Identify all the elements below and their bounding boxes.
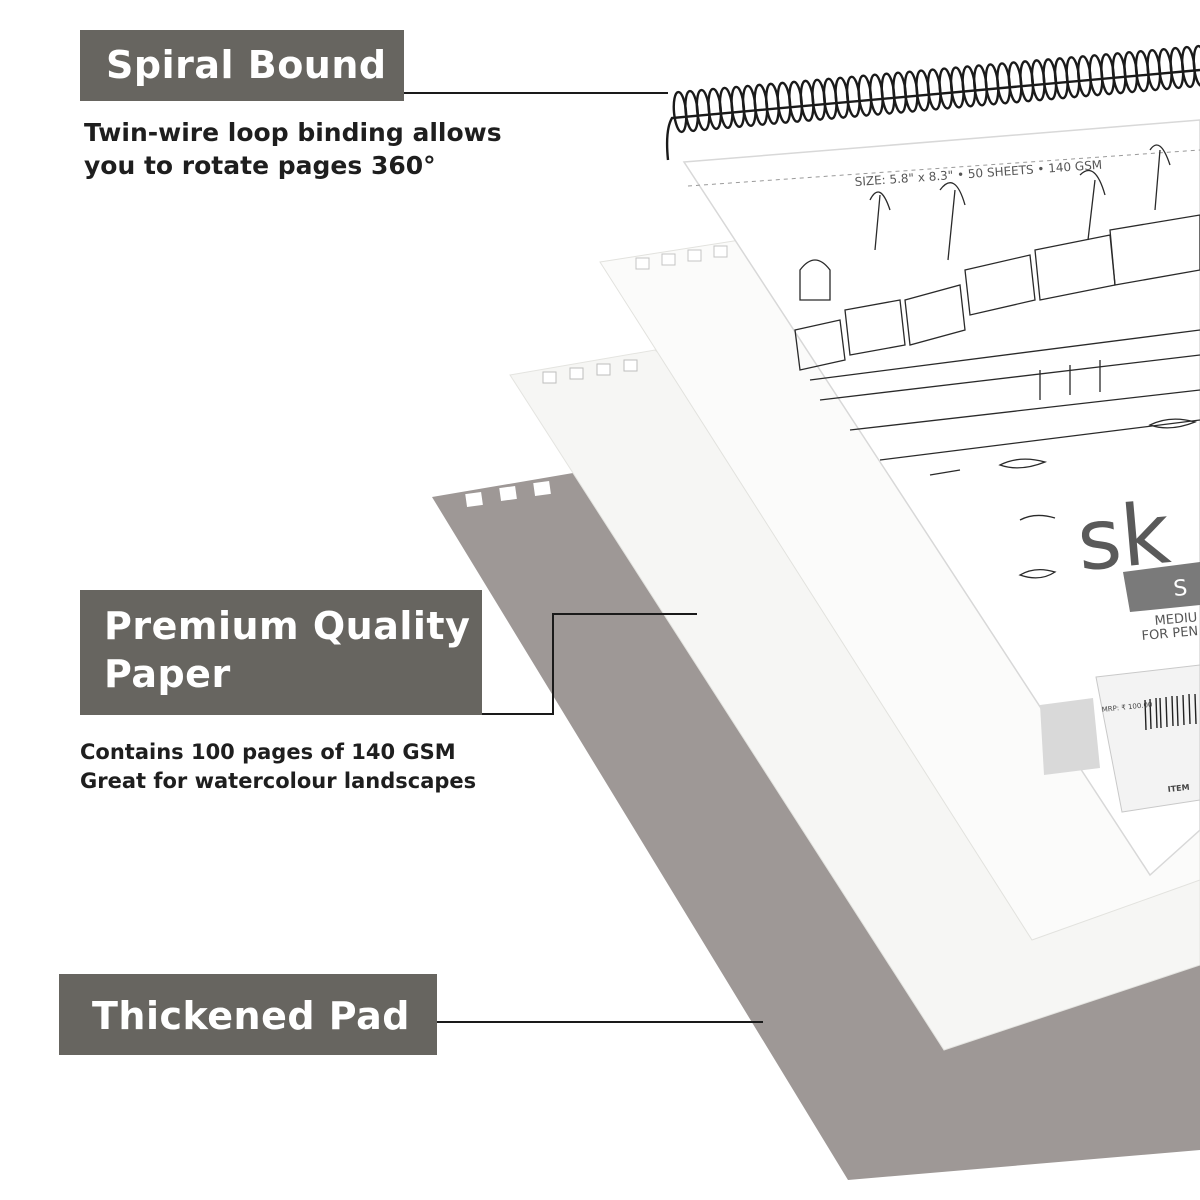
premium-paper-description: Contains 100 pages of 140 GSM Great for …: [80, 738, 540, 796]
cover-subtitle-line-1: MEDIU: [1154, 610, 1198, 629]
item-text: ITEM: [1167, 783, 1190, 794]
spiral-bound-label: Spiral Bound: [80, 30, 404, 101]
premium-paper-title: Premium Quality Paper: [104, 604, 471, 696]
spiral-binding: [665, 44, 1200, 161]
price-sticker: [1040, 664, 1200, 813]
townscape-sketch: [794, 144, 1200, 579]
spiral-bound-description: Twin-wire loop binding allows you to rot…: [84, 118, 502, 180]
thickened-pad-label: Thickened Pad: [59, 974, 437, 1055]
thickened-pad-title: Thickened Pad: [92, 994, 410, 1038]
connector-lines: [404, 92, 763, 1023]
premium-paper-description-line-1: Contains 100 pages of 140 GSM: [80, 740, 456, 764]
premium-paper-description-line-2: Great for watercolour landscapes: [80, 769, 477, 793]
cover-badge-text: S: [1172, 576, 1188, 602]
sketchbook-cover: SIZE: 5.8" x 8.3" • 50 SHEETS • 140 GSM …: [682, 119, 1200, 877]
spiral-bound-title: Spiral Bound: [106, 43, 387, 87]
premium-paper-label: Premium Quality Paper: [80, 590, 482, 715]
cover-brand-text: sk: [1073, 484, 1174, 590]
spiral-coil: [1192, 44, 1200, 88]
cover-badge: [1123, 562, 1200, 612]
cover-subtitle-line-2: FOR PEN: [1141, 624, 1199, 644]
